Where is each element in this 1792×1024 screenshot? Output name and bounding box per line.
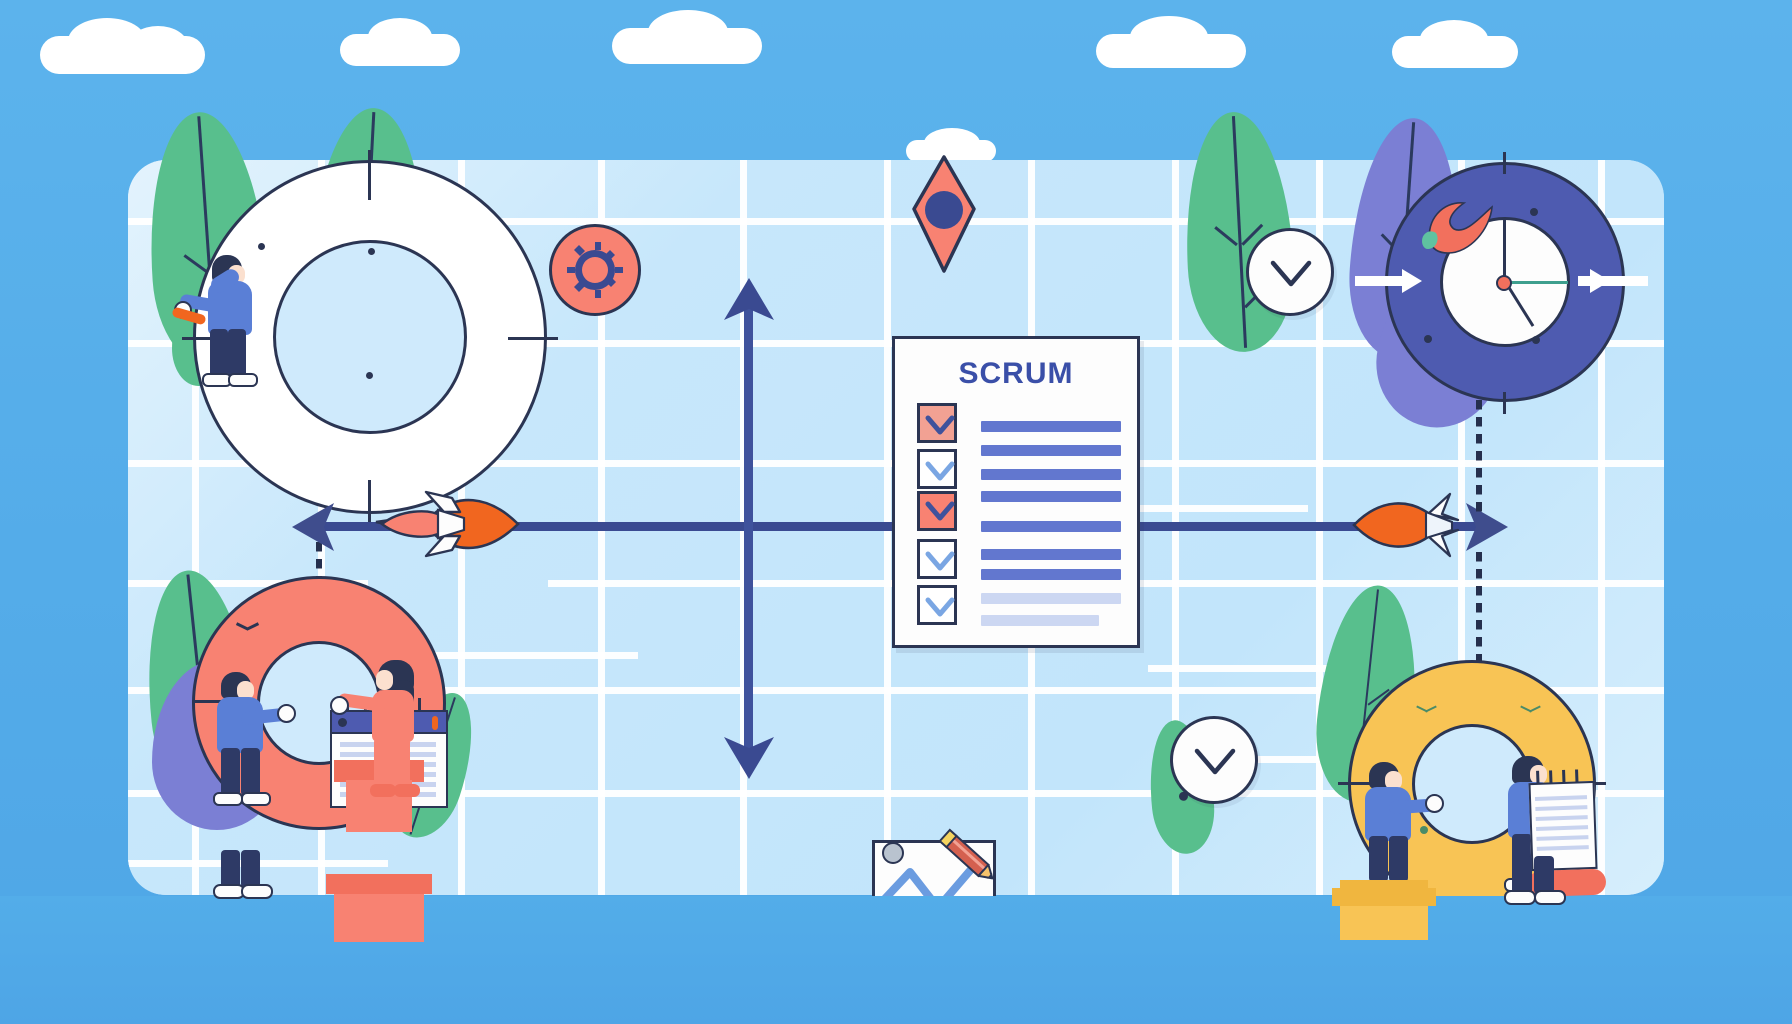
person-bottom-right-a[interactable]	[1355, 762, 1444, 894]
cloud-icon	[128, 26, 188, 66]
marker-dot	[258, 243, 265, 250]
tick-bottom	[1503, 392, 1506, 414]
pencil-icon	[938, 828, 994, 880]
face	[1385, 771, 1402, 790]
spiral-binding	[1532, 769, 1590, 784]
cloud-icon	[1130, 16, 1208, 58]
shoe	[213, 792, 243, 806]
chevron-down-badge-top[interactable]	[1246, 228, 1334, 316]
person-top-left[interactable]	[171, 255, 268, 390]
hand	[1425, 794, 1444, 813]
dotted-connector-right-top	[1476, 400, 1482, 518]
tick-bottom	[368, 480, 371, 530]
cloud-icon	[648, 10, 728, 54]
person-bottom-left-a-legs	[205, 850, 289, 910]
clipboard-clip	[432, 716, 438, 730]
cloud-icon	[1420, 20, 1488, 58]
shirt	[1365, 787, 1411, 841]
shoe	[241, 792, 271, 806]
person-bottom-right-b-legs	[1500, 856, 1596, 916]
bird-mark	[236, 622, 259, 635]
tick-top	[368, 150, 371, 200]
marker-dot	[1420, 826, 1428, 834]
tick-left	[182, 337, 232, 340]
vertical-axis	[744, 300, 753, 760]
arrow-shaft	[1355, 276, 1407, 286]
clock-center-pin	[1496, 275, 1512, 291]
easel-knob	[882, 842, 904, 864]
chevron-down-badge-bottom[interactable]	[1170, 716, 1258, 804]
pants	[392, 738, 410, 788]
pants	[374, 738, 392, 788]
clipboard-hole	[338, 718, 347, 727]
bird-mark	[1416, 705, 1437, 717]
pants	[228, 329, 246, 377]
face	[376, 670, 393, 690]
checkbox-2[interactable]	[917, 449, 957, 489]
hand	[277, 704, 296, 723]
chart-line	[876, 862, 978, 912]
map-pin-icon[interactable]	[910, 155, 978, 273]
marker-dot	[366, 372, 373, 379]
cloud-icon	[368, 18, 432, 56]
pants	[1389, 836, 1408, 882]
shirt	[217, 697, 263, 753]
shoe	[370, 784, 396, 797]
arrow-right-icon	[1590, 269, 1610, 293]
bird-mark	[1520, 705, 1541, 717]
white-target-ring-hole	[273, 240, 467, 434]
chevron-down-icon	[1270, 260, 1312, 287]
tick-left	[1338, 782, 1382, 785]
ground-strip	[0, 896, 1792, 1024]
checkbox-1[interactable]	[917, 403, 957, 443]
person-bottom-left-b[interactable]	[330, 660, 432, 802]
rocket-left-icon[interactable]	[368, 486, 520, 562]
shoe	[394, 784, 420, 797]
tick-left	[192, 700, 234, 703]
pedestal-right-top	[1332, 888, 1436, 906]
scrum-sheet[interactable]: SCRUM	[892, 336, 1140, 648]
clock-hand-minute	[1503, 220, 1506, 284]
cloud-icon	[924, 128, 980, 158]
arrow-right-icon	[1402, 269, 1422, 293]
face	[237, 681, 254, 700]
flame-swoosh-icon	[1422, 202, 1493, 254]
shoe	[228, 373, 258, 387]
marker-dot	[368, 248, 375, 255]
checkbox-4[interactable]	[917, 539, 957, 579]
pants	[221, 748, 240, 796]
pants	[1369, 836, 1388, 882]
arrow-shaft	[1578, 276, 1648, 286]
hand	[330, 696, 349, 715]
pedestal-left-top	[326, 874, 432, 894]
dotted-connector-right-bottom	[1476, 552, 1482, 674]
person-bottom-left-a[interactable]	[205, 672, 296, 808]
rocket-right-icon[interactable]	[1348, 490, 1476, 560]
arrow-down-icon	[724, 737, 774, 779]
checkbox-5[interactable]	[917, 585, 957, 625]
checkbox-3[interactable]	[917, 491, 957, 531]
pants	[210, 329, 228, 377]
chevron-down-icon	[1194, 748, 1236, 775]
arrow-left-icon[interactable]	[290, 497, 350, 557]
clock-hand-second	[1504, 281, 1568, 284]
page-title: SCRUM	[958, 357, 1074, 390]
marker-dot	[1532, 336, 1540, 344]
tick-right	[508, 337, 558, 340]
marker-dot	[1530, 208, 1538, 216]
gear-icon	[567, 242, 623, 298]
marker-dot	[1424, 335, 1432, 343]
pants	[241, 748, 260, 796]
arrow-up-icon	[724, 278, 774, 320]
tick-top	[1503, 152, 1506, 174]
